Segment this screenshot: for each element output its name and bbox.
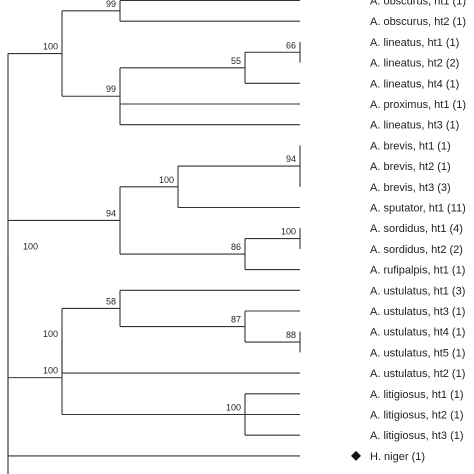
- leaf-label: A. ustulatus, ht1 (3): [370, 285, 465, 297]
- support-value-N_ust1345: 58: [106, 296, 116, 306]
- support-value-N_obsc: 99: [106, 0, 116, 9]
- leaf-labels: A. obscurus, ht1 (1) A. obscurus, ht2 (1)…: [351, 0, 466, 463]
- leaf-label: A. sputator, ht1 (11): [370, 203, 466, 215]
- leaf-label: A. litigiosus, ht2 (1): [370, 410, 464, 422]
- leaf-label: A. obscurus, ht2 (1): [370, 16, 466, 28]
- tree-branches: [7, 0, 301, 474]
- leaf-label: A. lineatus, ht2 (2): [370, 58, 459, 70]
- leaf-label: A. proximus, ht1 (1): [370, 99, 466, 111]
- support-value-N_ust45: 88: [286, 330, 296, 340]
- support-value-N_ust345: 87: [231, 315, 241, 325]
- support-value-N_lin12: 66: [286, 40, 296, 50]
- support-value-N_lit: 100: [226, 403, 241, 413]
- support-value-N_ustall: 100: [43, 329, 58, 339]
- support-value-N_cladeA: 100: [43, 42, 58, 52]
- support-value-N_sordruf: 86: [231, 242, 241, 252]
- support-value-N_brevis: 94: [286, 154, 296, 164]
- support-value-N_root: 100: [23, 242, 38, 252]
- leaf-label: A. lineatus, ht1 (1): [370, 37, 459, 49]
- support-value-N_cladeB: 94: [106, 208, 116, 218]
- leaf-label: A. ustulatus, ht5 (1): [370, 347, 465, 359]
- leaf-label: A. sordidus, ht2 (2): [370, 244, 463, 256]
- outgroup-marker-icon: [351, 450, 361, 461]
- leaf-label: A. ustulatus, ht4 (1): [370, 327, 465, 339]
- leaf-label: A. brevis, ht2 (1): [370, 161, 451, 173]
- leaf-label: A. litigiosus, ht1 (1): [370, 389, 464, 401]
- leaf-label: A. obscurus, ht1 (1): [370, 0, 466, 8]
- support-values: 99 66 55 99 100 94 100 100 86 94 88 87 58 100 100 100 10…: [23, 0, 296, 413]
- support-value-N_cladeC: 100: [43, 366, 58, 376]
- leaf-label: A. ustulatus, ht2 (1): [370, 368, 465, 380]
- leaf-label: H. niger (1): [370, 451, 425, 463]
- support-value-N_brevspu: 100: [159, 175, 174, 185]
- support-value-N_sord: 100: [281, 227, 296, 237]
- leaf-label: A. lineatus, ht4 (1): [370, 78, 459, 90]
- leaf-label: A. litigiosus, ht3 (1): [370, 430, 464, 442]
- support-value-N_linprox: 99: [106, 84, 116, 94]
- leaf-label: A. lineatus, ht3 (1): [370, 120, 459, 132]
- leaf-label: A. rufipalpis, ht1 (1): [370, 265, 465, 277]
- leaf-label: A. brevis, ht3 (3): [370, 182, 451, 194]
- leaf-label: A. brevis, ht1 (1): [370, 140, 451, 152]
- leaf-label: A. sordidus, ht1 (4): [370, 223, 463, 235]
- support-value-N_lin124: 55: [231, 56, 241, 66]
- leaf-label: A. ustulatus, ht3 (1): [370, 306, 465, 318]
